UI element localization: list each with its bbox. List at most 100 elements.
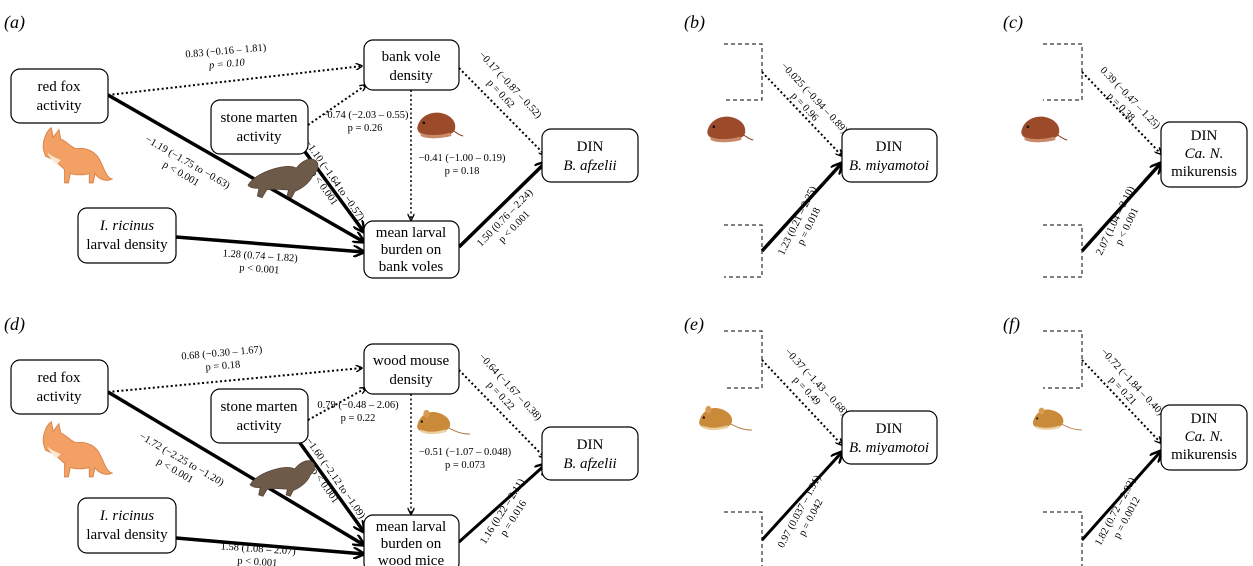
node-burden-vole-line1: mean larval [376,225,446,241]
node-din-e: DIN [876,421,903,437]
edge-mouse-din-f [1081,359,1161,443]
panel-c: 0.39 (−0.47 – 1.25) p = 0.38 2.07 (1.04 … [1020,43,1248,278]
edge-fox-vole [107,66,362,96]
node-din-miyamotoi-e [841,410,938,465]
node-red-fox-activity [10,68,109,124]
stone-marten-image [247,158,319,199]
bracket-bottom-f [1043,511,1083,566]
edge-burden-din-b [760,163,842,253]
node-ricinus-d-line1: I. ricinus [99,508,154,524]
edge-marten-burden-d [298,441,364,532]
edge-burden-din [457,162,546,249]
bracket-top-e [724,330,763,389]
node-stone-marten-activity [210,99,309,155]
node-burden-vole-line3: bank voles [379,259,444,275]
edge-label-ricinus-burden: 1.28 (0.74 – 1.82) [222,248,298,264]
node-burden-vole-line2: burden on [381,242,442,258]
bank-vole-image-b [706,116,754,143]
edge-ricinus-burden [175,235,364,252]
panel-a: 0.83 (−0.16 – 1.81) p = 0.10 −0.74 (−2.0… [10,39,639,279]
edge-marten-vole [307,85,366,126]
node-din-d: DIN [577,437,604,453]
stone-marten-image-d [249,460,315,497]
node-afzelii-d: B. afzelii [563,456,616,472]
edge-p-marten-vole: p = 0.26 [348,123,383,134]
panel-label-d: (d) [4,314,25,335]
bank-vole-image-c [1020,116,1068,143]
panel-f: −0.72 (−1.84 – 0.40) p = 0.21 1.82 (0.72… [1032,330,1248,566]
bracket-top-c [1043,43,1083,101]
edge-marten-mouse [307,388,366,421]
node-wood-mouse-density [363,343,460,395]
node-mikurensis-f-2: mikurensis [1171,447,1237,463]
node-burden-mouse-line1: mean larval [376,519,446,535]
edge-p-mouse-burden: p = 0.073 [445,460,485,471]
node-wood-mouse-line1: wood mouse [373,353,450,369]
bracket-top-b [724,43,763,101]
panel-label-e: (e) [684,314,704,335]
panel-label-b: (b) [684,12,705,33]
panel-label-a: (a) [4,12,25,33]
edge-ricinus-burden-d [175,536,364,554]
node-din-c: DIN [1191,128,1218,144]
edge-burden-din-f [1080,451,1161,541]
node-red-fox-line1: red fox [38,79,81,95]
edge-burden-din-c [1080,163,1161,253]
edge-label-marten-vole: −0.74 (−2.03 – 0.55) [321,110,409,121]
node-din-a: DIN [577,139,604,155]
bracket-bottom-c [1043,224,1083,278]
edge-label-vole-burden: −0.41 (−1.00 – 0.19) [418,153,506,164]
edge-p-vole-burden: p = 0.18 [445,166,480,177]
edge-vole-din-b [761,71,842,156]
node-red-fox-d-line2: activity [37,389,82,405]
node-ricinus-larval-density-d [77,497,177,554]
node-din-mikurensis-c [1160,121,1248,188]
edge-p-marten-mouse: p = 0.22 [341,413,376,424]
node-mikurensis-c-2: mikurensis [1171,164,1237,180]
node-larval-burden-voles [363,220,460,279]
bracket-bottom-e [724,511,763,566]
node-din-afzelii-a [541,128,639,183]
node-burden-mouse-line3: wood mice [378,553,445,566]
red-fox-image [42,127,113,184]
node-red-fox-d-line1: red fox [38,370,81,386]
edge-p-ricinus-burden: p < 0.001 [239,263,280,277]
edge-label-marten-mouse: 0.79 (−0.48 – 2.06) [317,400,399,411]
wood-mouse-image-e [698,405,753,431]
node-stone-marten-d-line2: activity [237,418,282,434]
edge-fox-burden [107,93,364,242]
edge-label-ricinus-burden-d: 1.58 (1.08 – 2.07) [220,541,296,557]
node-ricinus-line1: I. ricinus [99,218,154,234]
panel-label-f: (f) [1003,314,1020,335]
panel-b: −0.025 (−0.94 – 0.89) p = 0.96 1.23 (0.2… [706,43,938,278]
node-din-mikurensis-f [1160,404,1248,471]
node-burden-mouse-line2: burden on [381,536,442,552]
node-bank-vole-density [363,39,460,91]
node-larval-burden-mice [363,514,460,566]
node-ricinus-larval-density [77,207,177,264]
wood-mouse-image [416,409,471,435]
edge-burden-din-e [760,452,842,542]
node-red-fox-activity-d [10,359,109,415]
edge-label-fox-mouse: 0.68 (−0.30 – 1.67) [181,344,263,362]
node-ricinus-d-line2: larval density [86,527,168,543]
node-din-miyamotoi-b [841,128,938,183]
edge-p-fox-mouse: p = 0.18 [205,359,241,373]
node-stone-marten-line1: stone marten [220,110,298,126]
red-fox-image-d [42,421,113,478]
node-miyamotoi-b: B. miyamotoi [849,158,929,174]
node-stone-marten-line2: activity [237,129,282,145]
node-afzelii-a: B. afzelii [563,158,616,174]
node-din-b: DIN [876,139,903,155]
edge-label-mouse-burden: −0.51 (−1.07 – 0.048) [419,447,512,458]
edge-label-fox-vole: 0.83 (−0.16 – 1.81) [185,42,267,60]
bank-vole-image [416,112,464,139]
node-din-afzelii-d [541,426,639,481]
node-mikurensis-c-1: Ca. N. [1185,146,1224,162]
panel-label-c: (c) [1003,12,1023,33]
node-bank-vole-line2: density [389,68,433,84]
edge-fox-mouse [107,368,362,393]
edge-p-fox-vole: p = 0.10 [208,57,247,71]
bracket-bottom-b [724,224,763,278]
